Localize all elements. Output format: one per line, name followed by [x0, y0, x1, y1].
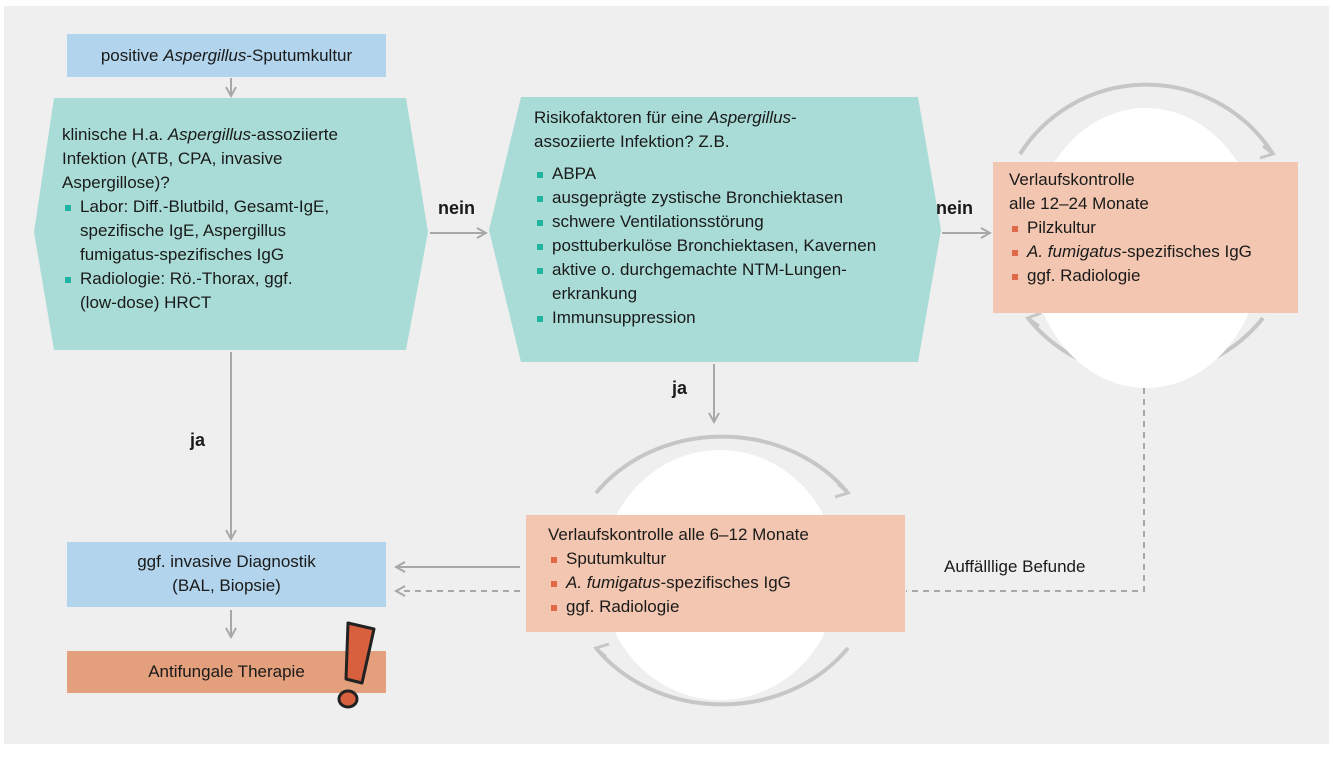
hex2-bullet-posttuberkuloese: posttuberkulöse Bronchiektasen, Kavernen	[534, 234, 924, 258]
hex2-content: Risikofaktoren für eine Aspergillus- ass…	[534, 106, 924, 330]
label-abnormal-findings: Auffälllige Befunde	[944, 557, 1086, 576]
box-antifungal-therapy: Antifungale Therapie	[67, 651, 386, 693]
followup-long-item-pilzkultur: Pilzkultur	[1009, 216, 1298, 240]
therapy-label: Antifungale Therapie	[148, 662, 305, 681]
hex1-bullets: Labor: Diff.-Blutbild, Gesamt-IgE, spezi…	[62, 195, 412, 315]
hex2-bullet-bronchiektasen: ausgeprägte zystische Bronchiektasen	[534, 186, 924, 210]
hex2-bullet-immunsuppression: Immunsuppression	[534, 306, 924, 330]
hex1-bullet-radiologie: Radiologie: Rö.-Thorax, ggf. (low-dose) …	[62, 267, 412, 315]
followup-long-list: Pilzkultur A. fumigatus-spezifisches IgG…	[1009, 216, 1298, 288]
hexagon-clinical-suspicion	[34, 98, 428, 350]
box-invasive-diagnostics: ggf. invasive Diagnostik (BAL, Biopsie)	[67, 542, 386, 607]
start-text-italic: Aspergillus	[163, 46, 247, 65]
hex2-line2: assoziierte Infektion? Z.B.	[534, 132, 730, 151]
hex1-bullet-labor: Labor: Diff.-Blutbild, Gesamt-IgE, spezi…	[62, 195, 412, 267]
hex2-bullet-abpa: ABPA	[534, 162, 924, 186]
invasive-line2: (BAL, Biopsie)	[172, 576, 281, 595]
hex1-line1: klinische H.a. Aspergillus-assoziierte	[62, 125, 338, 144]
hex1-line2: Infektion (ATB, CPA, invasive	[62, 149, 283, 168]
label-ja-1: ja	[190, 430, 206, 450]
hex2-bullets: ABPA ausgeprägte zystische Bronchiektase…	[534, 162, 924, 330]
cycle-arc-top-middle	[594, 434, 850, 495]
followup-short-list: Sputumkultur A. fumigatus-spezifisches I…	[548, 547, 905, 619]
label-nein-1: nein	[438, 198, 476, 218]
cycle-arc-bottom-middle	[594, 646, 850, 707]
hex1-line3: Aspergillose)?	[62, 173, 170, 192]
followup-long-item-igg: A. fumigatus-spezifisches IgG	[1009, 240, 1298, 264]
hex2-bullet-ventilation: schwere Ventilationsstörung	[534, 210, 924, 234]
dashed-line-long-followup-to-short	[906, 388, 1145, 592]
hex2-line1: Risikofaktoren für eine Aspergillus-	[534, 108, 797, 127]
start-text-post: -Sputumkultur	[246, 46, 353, 65]
followup-short-item-igg: A. fumigatus-spezifisches IgG	[548, 571, 905, 595]
invasive-line1: ggf. invasive Diagnostik	[137, 552, 316, 571]
label-nein-2: nein	[936, 198, 974, 218]
label-ja-2: ja	[672, 378, 688, 398]
followup-short-item-radiologie: ggf. Radiologie	[548, 595, 905, 619]
hexagon-risk-factors	[489, 97, 941, 362]
start-text-pre: positive	[100, 46, 164, 65]
box-followup-12-24: Verlaufskontrolle alle 12–24 Monate Pilz…	[993, 162, 1298, 313]
box-followup-6-12: Verlaufskontrolle alle 6–12 Monate Sputu…	[526, 515, 905, 632]
warning-exclamation-icon	[337, 621, 376, 709]
followup-long-title1: Verlaufskontrolle	[1009, 170, 1135, 189]
box-positive-sputum-culture: positive Aspergillus-Sputumkultur	[67, 34, 386, 77]
cycle-arc-top-right	[1018, 82, 1275, 156]
hex1-content: klinische H.a. Aspergillus-assoziierte I…	[62, 123, 412, 315]
hex2-bullet-ntm: aktive o. durchgemachte NTM-Lungen- erkr…	[534, 258, 924, 306]
followup-short-item-sputum: Sputumkultur	[548, 547, 905, 571]
followup-long-title2: alle 12–24 Monate	[1009, 194, 1149, 213]
followup-short-title: Verlaufskontrolle alle 6–12 Monate	[548, 525, 809, 544]
followup-long-item-radiologie: ggf. Radiologie	[1009, 264, 1298, 288]
